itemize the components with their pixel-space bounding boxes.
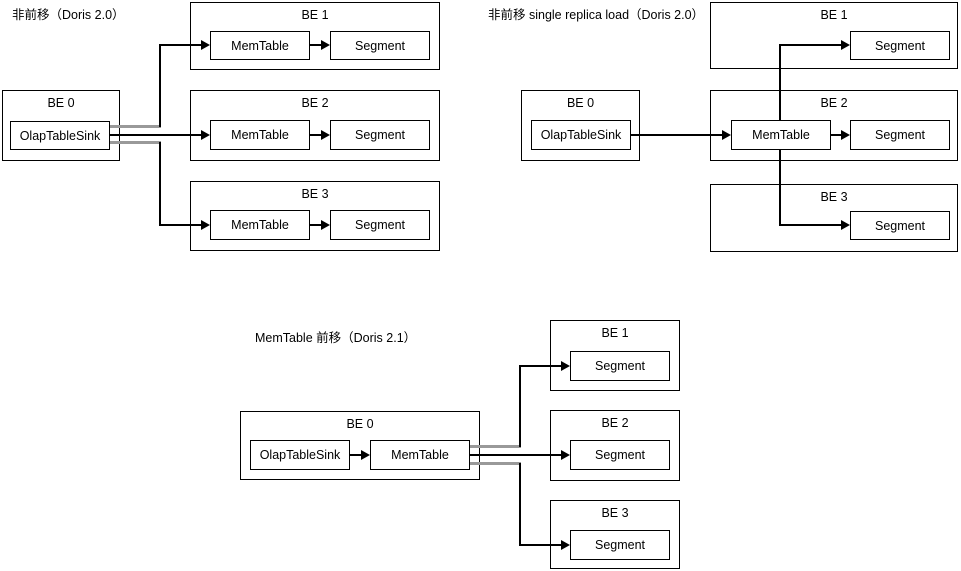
d1-edge-to-be2-hline	[110, 134, 202, 136]
d1-be2-label: BE 2	[301, 96, 329, 110]
d3-memtable-to-be3-arrowhead	[561, 540, 570, 550]
d1-edge-to-be3-hline	[159, 224, 202, 226]
d3-olaptablesink-node: OlapTableSink	[250, 440, 350, 470]
d2-memtable-to-be1-arrowhead	[841, 40, 850, 50]
d2-sink-to-memtable-arrowhead	[722, 130, 731, 140]
d3-memtable-to-be1-hline	[519, 365, 562, 367]
d3-be1-segment-node: Segment	[570, 351, 670, 381]
d3-be2-label: BE 2	[601, 416, 629, 430]
d1-be3-memtable-node: MemTable	[210, 210, 310, 240]
d1-be1-mem-seg-arrowhead	[321, 40, 330, 50]
d2-memtable-to-be3-vline	[779, 150, 781, 226]
d2-memtable-to-be2-segment-arrowhead	[841, 130, 850, 140]
d3-be3-segment-node: Segment	[570, 530, 670, 560]
d3-be3-label: BE 3	[601, 506, 629, 520]
d1-be3-label: BE 3	[301, 187, 329, 201]
d2-memtable-to-be1-vline	[779, 44, 781, 121]
d3-be0-memtable-node: MemTable	[370, 440, 470, 470]
d1-fanout-bottom-stub	[110, 141, 161, 144]
d3-be2-segment-node: Segment	[570, 440, 670, 470]
d1-be1-memtable-node: MemTable	[210, 31, 310, 60]
d1-edge-to-be3-arrowhead	[201, 220, 210, 230]
d1-be1-mem-seg-hline	[310, 44, 322, 46]
d1-be1-segment-node: Segment	[330, 31, 430, 60]
d2-sink-to-memtable-hline	[631, 134, 723, 136]
d2-be3-label: BE 3	[820, 190, 848, 204]
d3-sink-to-memtable-arrowhead	[361, 450, 370, 460]
d3-memtable-to-be3-vline	[519, 463, 521, 545]
d2-be2-memtable-node: MemTable	[731, 120, 831, 150]
d1-be2-mem-seg-arrowhead	[321, 130, 330, 140]
d2-title: 非前移 single replica load（Doris 2.0）	[488, 8, 705, 22]
d2-memtable-to-be3-arrowhead	[841, 220, 850, 230]
d1-be3-mem-seg-arrowhead	[321, 220, 330, 230]
d1-be3-mem-seg-hline	[310, 224, 322, 226]
d1-be0-label: BE 0	[47, 96, 75, 110]
d2-be1-segment-node: Segment	[850, 31, 950, 60]
d1-edge-to-be1-vline	[159, 44, 161, 127]
d1-be2-segment-node: Segment	[330, 120, 430, 150]
d1-edge-to-be2-arrowhead	[201, 130, 210, 140]
d1-edge-to-be3-vline	[159, 142, 161, 225]
d3-fanout-top-stub	[470, 445, 521, 448]
d1-title: 非前移（Doris 2.0）	[12, 8, 125, 22]
d3-memtable-to-be2-arrowhead	[561, 450, 570, 460]
d1-be3-segment-node: Segment	[330, 210, 430, 240]
d2-olaptablesink-node: OlapTableSink	[531, 120, 631, 150]
d3-sink-to-memtable-hline	[350, 454, 362, 456]
d2-be1-label: BE 1	[820, 8, 848, 22]
d2-memtable-to-be1-hline	[779, 44, 842, 46]
d1-be2-memtable-node: MemTable	[210, 120, 310, 150]
d2-be2-segment-node: Segment	[850, 120, 950, 150]
d3-be0-label: BE 0	[346, 417, 374, 431]
d3-memtable-to-be3-hline	[519, 544, 562, 546]
d1-be1-label: BE 1	[301, 8, 329, 22]
d2-be0-label: BE 0	[566, 96, 595, 110]
d3-memtable-to-be1-vline	[519, 365, 521, 447]
d2-memtable-to-be2-segment-hline	[831, 134, 842, 136]
d3-fanout-bottom-stub	[470, 462, 521, 465]
d1-be2-mem-seg-hline	[310, 134, 322, 136]
d2-be3-segment-node: Segment	[850, 211, 950, 240]
d1-edge-to-be1-hline	[159, 44, 202, 46]
d1-olaptablesink-node: OlapTableSink	[10, 121, 110, 150]
d3-title: MemTable 前移（Doris 2.1）	[255, 331, 417, 345]
d3-memtable-to-be2-hline	[470, 454, 562, 456]
d2-be2-label: BE 2	[820, 96, 848, 110]
d1-edge-to-be1-arrowhead	[201, 40, 210, 50]
d1-fanout-top-stub	[110, 125, 161, 128]
d2-memtable-to-be3-hline	[779, 224, 842, 226]
d3-be1-label: BE 1	[601, 326, 629, 340]
d3-memtable-to-be1-arrowhead	[561, 361, 570, 371]
